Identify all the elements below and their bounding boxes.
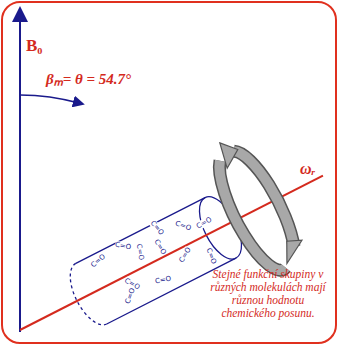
spin-rate-label: ωᵣ: [300, 160, 315, 178]
rotation-band: [234, 144, 300, 251]
rotation-arrowhead: [278, 235, 308, 264]
field-axis: [19, 14, 21, 332]
field-label: B₀: [26, 36, 42, 56]
rotation-band-outline: [234, 144, 300, 251]
note: Stejné funkční skupiny v různých molekul…: [204, 268, 332, 320]
rotation-band-outline: [209, 156, 286, 278]
angle-arc: [20, 95, 79, 103]
angle-label: βₘ= θ = 54.7°: [46, 68, 131, 88]
frame: [2, 2, 336, 343]
rotation-band: [209, 156, 286, 278]
rotation-arrowhead: [215, 137, 243, 168]
